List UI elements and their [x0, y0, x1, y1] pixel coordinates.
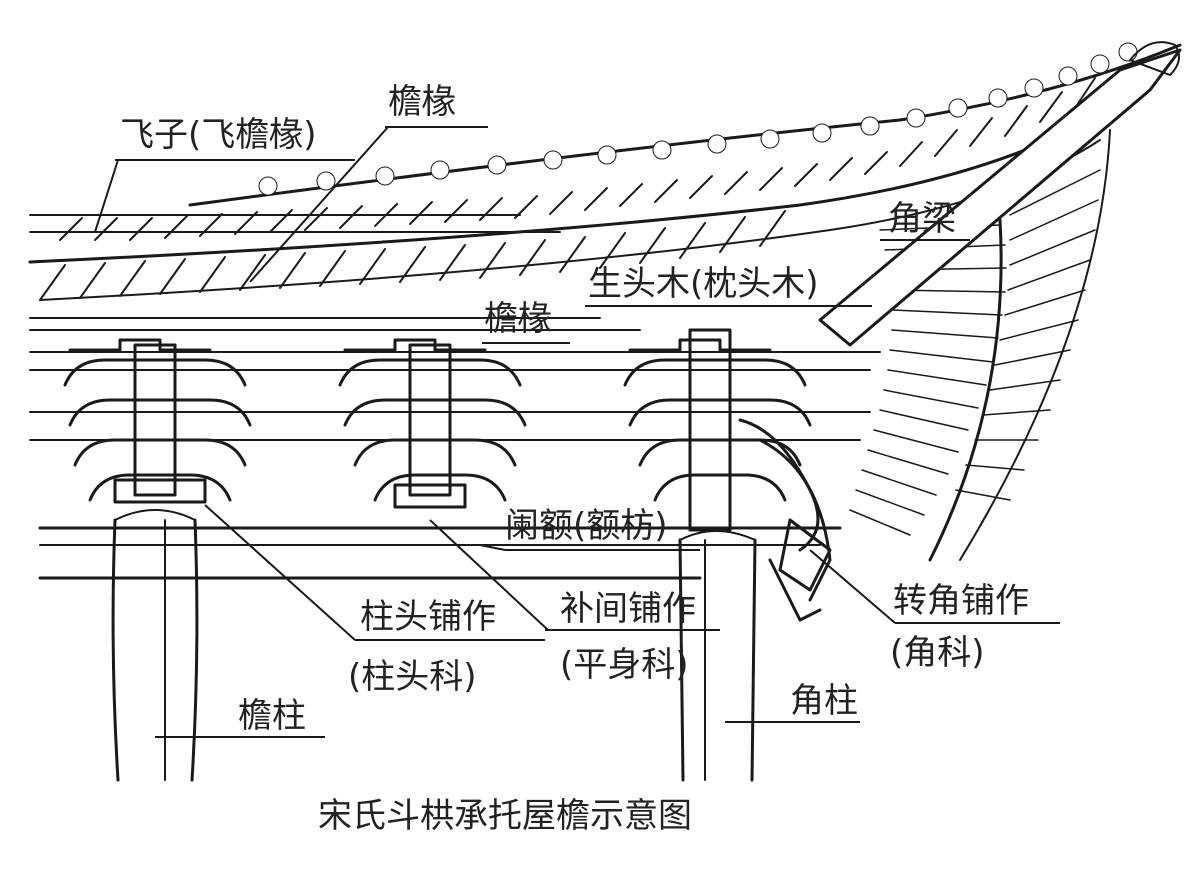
label-bujian-ke: (平身科) — [560, 645, 689, 685]
roof-structure — [28, 41, 1182, 580]
label-zhutou-puzuo: 柱头铺作 — [360, 597, 496, 637]
label-lane: 阑额(额枋) — [505, 506, 668, 546]
bracket-set-corner — [623, 328, 832, 622]
bracket-set-column-head — [63, 338, 252, 504]
label-zhutou-ke: (柱头科) — [348, 657, 477, 697]
label-feizi: 飞子(飞檐椽) — [120, 115, 317, 155]
columns — [111, 509, 757, 782]
label-yanzhu: 檐柱 — [238, 696, 306, 736]
label-bujian-puzuo: 补间铺作 — [560, 589, 696, 629]
label-jiaoliang: 角梁 — [888, 199, 956, 239]
label-yanchuan-mid: 檐椽 — [484, 299, 552, 339]
label-shengtoumu: 生头木(枕头木) — [588, 264, 819, 304]
label-zhuanjiao-puzuo: 转角铺作 — [893, 581, 1029, 621]
leader-lines — [94, 126, 1060, 738]
label-yanchuan-top: 檐椽 — [388, 82, 456, 122]
labels: 飞子(飞檐椽) 檐椽 角梁 生头木(枕头木) 檐椽 阑额(额枋) 柱头铺作 (柱… — [120, 82, 1029, 836]
label-zhuanjiao-ke: (角科) — [890, 633, 985, 673]
label-jiaozhu: 角柱 — [790, 681, 858, 721]
bracket-set-intercolumn — [338, 338, 527, 509]
diagram-caption: 宋氏斗栱承托屋檐示意图 — [318, 796, 692, 836]
